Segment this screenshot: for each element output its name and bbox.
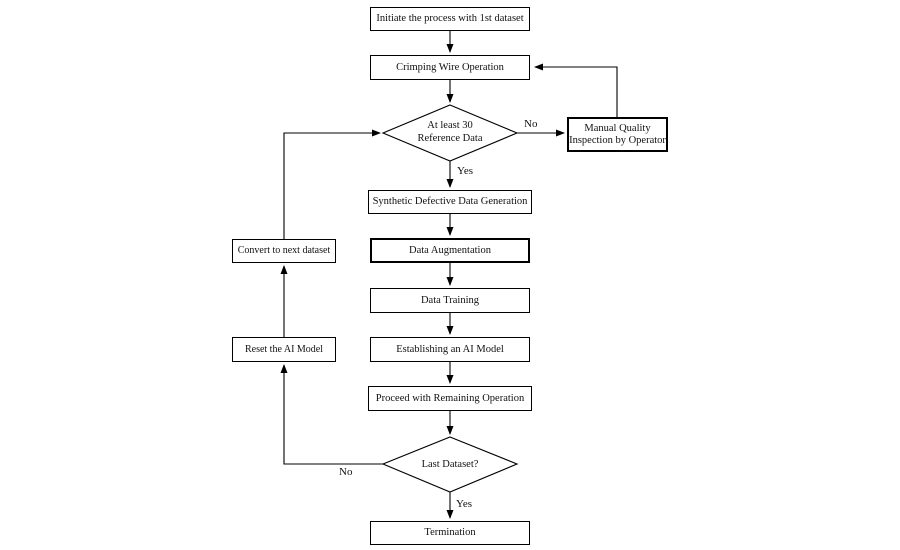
decision-reference-data-line2: Reference Data: [417, 133, 483, 144]
node-convert-next-dataset-label: Convert to next dataset: [237, 245, 331, 256]
node-synthetic-defective-data-label: Synthetic Defective Data Generation: [372, 196, 528, 207]
node-data-augmentation: Data Augmentation: [370, 238, 530, 263]
edge-label-last-no: No: [338, 466, 354, 478]
node-initiate-process-label: Initiate the process with 1st dataset: [376, 13, 524, 24]
decision-last-dataset-line1: Last Dataset?: [421, 459, 479, 470]
edge-label-reference-yes: Yes: [456, 165, 475, 177]
node-manual-quality-inspection: Manual Quality Inspection by Operator: [567, 117, 668, 152]
node-data-training-label: Data Training: [420, 294, 480, 306]
node-proceed-remaining-operation-label: Proceed with Remaining Operation: [375, 392, 525, 404]
edge-lastdataset-no-to-reset: [280, 364, 383, 465]
node-termination: Termination: [370, 521, 530, 545]
node-crimping-wire-operation-label: Crimping Wire Operation: [396, 61, 504, 73]
edge-convert-to-reference: [283, 129, 381, 239]
node-data-training: Data Training: [370, 288, 530, 313]
edge-label-last-yes: Yes: [455, 498, 474, 510]
node-manual-quality-inspection-line1: Manual Quality: [584, 122, 651, 134]
node-convert-next-dataset: Convert to next dataset: [232, 239, 336, 263]
decision-last-dataset-label: Last Dataset?: [390, 458, 510, 471]
node-manual-quality-inspection-line2: Inspection by Operator: [569, 134, 666, 146]
node-synthetic-defective-data: Synthetic Defective Data Generation: [368, 190, 532, 214]
node-reset-ai-model-label: Reset the AI Model: [244, 343, 324, 355]
decision-last-dataset-shape: [381, 436, 519, 493]
node-reset-ai-model: Reset the AI Model: [232, 337, 336, 362]
node-establishing-ai-model-label: Establishing an AI Model: [396, 343, 504, 355]
node-establishing-ai-model: Establishing an AI Model: [370, 337, 530, 362]
node-termination-label: Termination: [424, 527, 476, 538]
decision-reference-data-label: At least 30 Reference Data: [390, 119, 510, 145]
decision-reference-data-line1: At least 30: [427, 120, 473, 131]
decision-reference-data-shape: [381, 104, 519, 162]
node-crimping-wire-operation: Crimping Wire Operation: [370, 55, 530, 80]
edge-manual-to-crimping: [534, 63, 618, 117]
node-initiate-process: Initiate the process with 1st dataset: [370, 7, 530, 31]
node-proceed-remaining-operation: Proceed with Remaining Operation: [368, 386, 532, 411]
node-data-augmentation-label: Data Augmentation: [409, 244, 491, 256]
edge-label-reference-no: No: [523, 118, 539, 130]
